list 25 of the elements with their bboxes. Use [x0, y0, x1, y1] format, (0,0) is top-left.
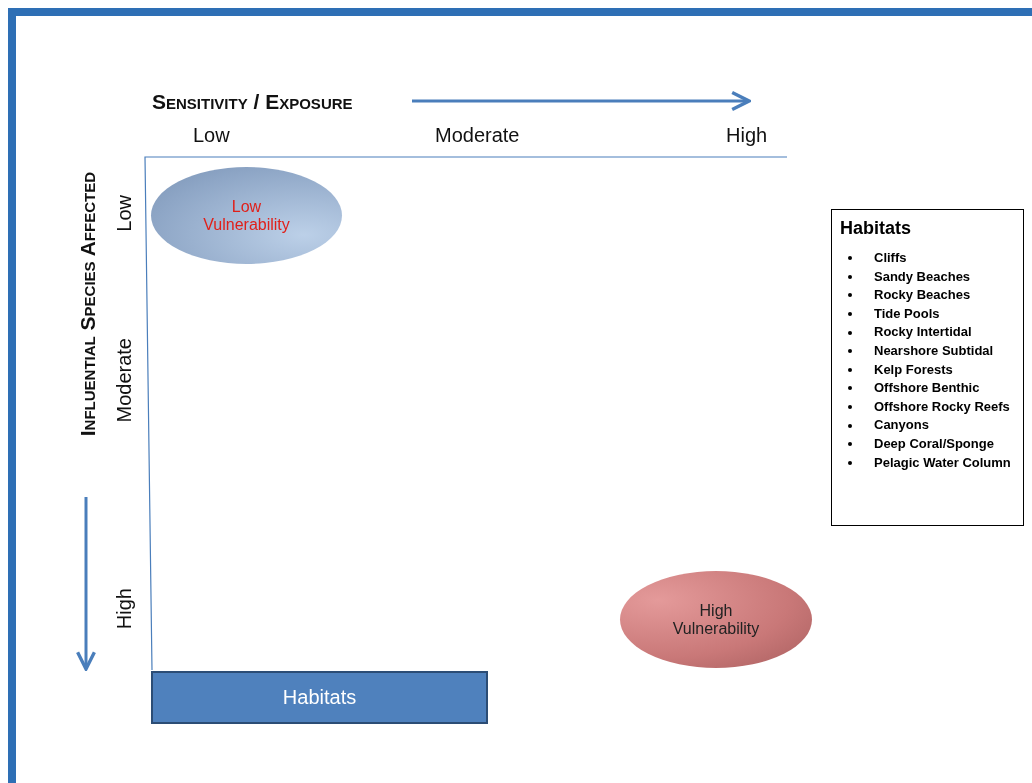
list-item: Tide Pools: [874, 304, 940, 323]
list-item: Sandy Beaches: [874, 267, 971, 286]
axis-title: Sensitivity / Exposure: [152, 90, 353, 114]
vulnerability-ellipse: High Vulnerability: [620, 571, 812, 668]
panel-heading: Habitats: [840, 218, 911, 239]
list-item: Deep Coral/Sponge: [874, 434, 994, 453]
axis-tick-label: Moderate: [113, 338, 136, 423]
list-item: Rocky Intertidal: [874, 323, 972, 342]
axis-tick-label: High: [726, 124, 768, 147]
list-item: Offshore Benthic: [874, 379, 980, 398]
axis-tick-label: High: [113, 588, 136, 630]
axis-tick-label: Low: [113, 195, 136, 232]
habitats-panel: [831, 209, 1024, 526]
list-item: Nearshore Subtidal: [874, 341, 994, 360]
list-item: Cliffs: [874, 249, 907, 267]
list-item: Pelagic Water Column: [874, 453, 1011, 472]
list-item: Offshore Rocky Reefs: [874, 397, 1010, 416]
habitats-bar: Habitats: [151, 671, 488, 724]
list-item: Kelp Forests: [874, 360, 953, 379]
axis-tick-label: Moderate: [435, 124, 520, 147]
axis-title: Influential Species Affected: [76, 172, 100, 437]
list-item: Canyons: [874, 416, 929, 435]
axis-tick-label: Low: [193, 124, 230, 147]
vulnerability-ellipse: Low Vulnerability: [151, 167, 342, 264]
list-item: Rocky Beaches: [874, 286, 971, 305]
